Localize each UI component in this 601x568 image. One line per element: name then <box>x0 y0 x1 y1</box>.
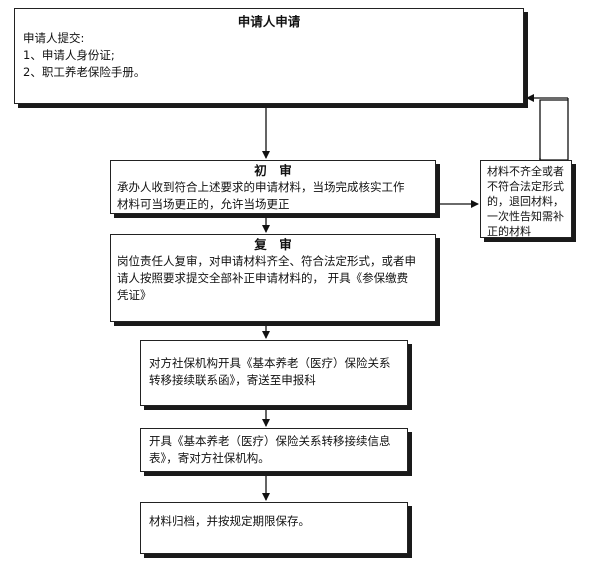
step5-line-1: 材料归档，并按规定期限保存。 <box>149 514 310 528</box>
apply-line-1: 申请人提交: <box>23 31 85 45</box>
apply-title: 申请人申请 <box>237 14 301 29</box>
initial-review-line-1: 承办人收到符合上述要求的申请材料，当场完成核实工作 <box>117 180 405 194</box>
step3-line-2: 转移接续联系函》，寄送至申报科 <box>149 373 316 387</box>
apply-line-3: 2、职工养老保险手册。 <box>23 65 146 79</box>
initial-review-line-2: 材料可当场更正的，允许当场更正 <box>117 197 290 211</box>
step3-box: 对方社保机构开具《基本养老（医疗）保险关系 转移接续联系函》，寄送至申报科 <box>140 340 408 406</box>
initial-review-title: 初 审 <box>254 163 292 178</box>
re-review-line-2: 请人按照要求提交全部补正申请材料的， 开具《参保缴费 <box>117 271 409 285</box>
step3-line-1: 对方社保机构开具《基本养老（医疗）保险关系 <box>149 356 391 370</box>
re-review-box: 复 审 岗位责任人复审，对申请材料齐全、符合法定形式，或者申 请人按照要求提交全… <box>110 234 436 322</box>
step4-line-1: 开具《基本养老（医疗）保险关系转移接续信息 <box>149 434 391 448</box>
arrow-return-line <box>540 98 569 161</box>
re-review-title: 复 审 <box>254 237 292 252</box>
apply-box: 申请人申请 申请人提交: 1、申请人身份证; 2、职工养老保险手册。 <box>14 8 524 104</box>
initial-review-box: 初 审 承办人收到符合上述要求的申请材料，当场完成核实工作 材料可当场更正的，允… <box>110 160 436 214</box>
step4-box: 开具《基本养老（医疗）保险关系转移接续信息 表》，寄对方社保机构。 <box>140 428 408 472</box>
apply-line-2: 1、申请人身份证; <box>23 48 115 62</box>
re-review-line-1: 岗位责任人复审，对申请材料齐全、符合法定形式，或者申 <box>117 254 416 268</box>
step4-line-2: 表》，寄对方社保机构。 <box>149 451 270 465</box>
re-review-line-3: 凭证》 <box>117 288 152 302</box>
step5-box: 材料归档，并按规定期限保存。 <box>140 502 408 554</box>
arrow-sidenote-to-apply <box>539 99 568 160</box>
side-note-box: 材料不齐全或者不符合法定形式的，退回材料，一次性告知需补正的材料 <box>480 160 572 238</box>
side-note-text: 材料不齐全或者不符合法定形式的，退回材料，一次性告知需补正的材料 <box>487 165 564 238</box>
